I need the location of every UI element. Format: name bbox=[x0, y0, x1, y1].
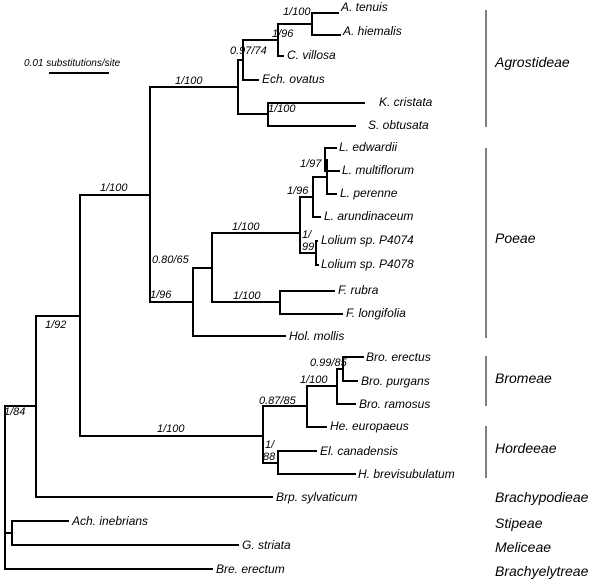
taxon-brp-sylvaticum: Brp. sylvaticum bbox=[276, 490, 357, 504]
support-lol-c: 1/96 bbox=[287, 185, 309, 197]
taxon-lolium-p4078: Lolium sp. P4078 bbox=[321, 257, 414, 271]
taxon-h-brevisubulatum: H. brevisubulatum bbox=[358, 467, 455, 481]
taxon-f-rubra: F. rubra bbox=[338, 283, 379, 297]
taxon-he-europaeus: He. europaeus bbox=[330, 419, 409, 433]
taxon-bre-erectum: Bre. erectum bbox=[216, 562, 285, 576]
taxon-a-hiemalis: A. hiemalis bbox=[342, 24, 402, 38]
support-lolium-sp-bottom: 99 bbox=[302, 241, 314, 253]
support-bro-hord-inner: 0.87/85 bbox=[259, 395, 297, 407]
support-agr-poeae: 1/100 bbox=[100, 182, 128, 194]
support-poeae: 1/96 bbox=[150, 289, 172, 301]
taxon-lolium-p4074: Lolium sp. P4074 bbox=[321, 233, 414, 247]
support-agrostis: 1/100 bbox=[283, 6, 311, 18]
clade-meliceae: Meliceae bbox=[495, 539, 551, 555]
support-lolium-sp-top: 1/ bbox=[302, 229, 312, 241]
support-hordeeae-bottom: 88 bbox=[263, 451, 276, 463]
support-bro-hord: 1/100 bbox=[157, 423, 185, 435]
support-bro-a: 0.99/85 bbox=[310, 357, 348, 369]
support-bromeae: 1/100 bbox=[300, 374, 328, 386]
clade-poeae: Poeae bbox=[495, 230, 536, 246]
support-festuca: 1/100 bbox=[233, 290, 261, 302]
taxon-g-striata: G. striata bbox=[242, 538, 291, 552]
support-hordeeae-top: 1/ bbox=[265, 439, 275, 451]
taxon-el-canadensis: El. canadensis bbox=[320, 444, 398, 458]
taxon-ach-inebrians: Ach. inebrians bbox=[71, 514, 148, 528]
scale-label: 0.01 substitutions/site bbox=[24, 58, 121, 69]
taxon-ech-ovatus: Ech. ovatus bbox=[262, 72, 325, 86]
clade-agrostideae: Agrostideae bbox=[494, 54, 570, 70]
taxon-f-longifolia: F. longifolia bbox=[346, 306, 406, 320]
taxon-bro-erectus: Bro. erectus bbox=[366, 350, 431, 364]
clade-brachypodieae: Brachypodieae bbox=[495, 489, 589, 505]
clade-brachyelytreae: Brachyelytreae bbox=[495, 563, 589, 579]
taxon-l-multiflorum: L. multiflorum bbox=[342, 163, 414, 177]
taxon-c-villosa: C. villosa bbox=[287, 48, 336, 62]
taxon-hol-mollis: Hol. mollis bbox=[289, 329, 344, 343]
taxon-a-tenuis: A. tenuis bbox=[340, 0, 388, 14]
taxon-s-obtusata: S. obtusata bbox=[368, 118, 429, 132]
taxon-bro-ramosus: Bro. ramosus bbox=[359, 397, 430, 411]
support-core: 1/92 bbox=[45, 319, 66, 331]
taxon-k-cristata: K. cristata bbox=[379, 95, 433, 109]
clade-bromeae: Bromeae bbox=[495, 370, 552, 386]
taxon-l-perenne: L. perenne bbox=[340, 186, 398, 200]
clade-hordeeae: Hordeeae bbox=[495, 440, 557, 456]
taxon-l-edwardii: L. edwardii bbox=[339, 140, 397, 154]
support-lol-a: 1/97 bbox=[300, 158, 322, 170]
taxon-l-arundinaceum: L. arundinaceum bbox=[324, 209, 413, 223]
support-koeleria: 1/100 bbox=[268, 103, 296, 115]
support-lol-fest: 0.80/65 bbox=[152, 254, 190, 266]
support-agr-ech: 0.97/74 bbox=[230, 45, 267, 57]
taxon-bro-purgans: Bro. purgans bbox=[361, 374, 430, 388]
support-agrostideae: 1/100 bbox=[175, 75, 203, 87]
clade-stipeae: Stipeae bbox=[495, 515, 543, 531]
support-lolium: 1/100 bbox=[232, 221, 260, 233]
support-agr-calam: 1/96 bbox=[272, 28, 294, 40]
support-core-brp: 1/84 bbox=[4, 406, 25, 418]
